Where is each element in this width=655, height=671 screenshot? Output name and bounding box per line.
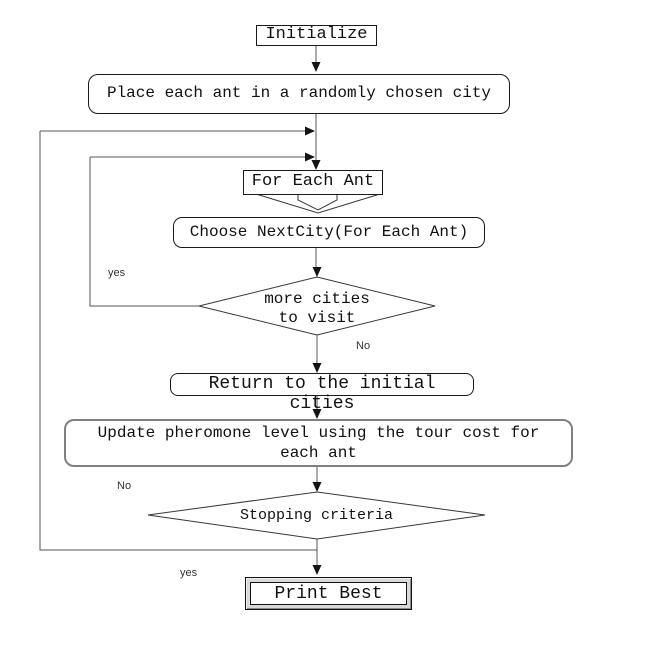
- connector-diamond2-no-loop: [39, 131, 317, 551]
- arrowhead-down-icon: [312, 267, 322, 277]
- arrowhead-right-icon: [305, 126, 315, 136]
- decision-more-cities-label: more cities to visit: [199, 290, 435, 328]
- arrowhead-down-icon: [312, 363, 322, 373]
- edge-label-stopping-yes: yes: [180, 567, 198, 579]
- arrowhead-down-icon: [312, 565, 322, 575]
- block-chevron-down-icon: [255, 193, 381, 214]
- node-return-initial-box: [170, 373, 474, 396]
- arrowhead-down-icon: [311, 62, 321, 72]
- node-return-initial-label: Return to the initial cities: [170, 374, 474, 414]
- node-update-line2: each ant: [280, 444, 357, 462]
- node-return-line2: cities: [289, 394, 355, 414]
- node-print-best-frame: Print Best: [245, 577, 412, 610]
- node-update-line1: Update pheromone level using the tour co…: [97, 424, 540, 442]
- node-update-pheromone: Update pheromone level using the tour co…: [64, 419, 573, 467]
- arrowhead-down-icon: [312, 482, 322, 492]
- decision-more-cities-line1: more cities: [264, 290, 370, 308]
- node-place-each-ant: Place each ant in a randomly chosen city: [88, 74, 510, 114]
- edge-label-more-cities-no: No: [356, 340, 371, 352]
- node-return-line1: Return to the initial: [208, 374, 436, 394]
- node-print-best: Print Best: [250, 582, 407, 605]
- node-for-each-ant: For Each Ant: [243, 170, 383, 195]
- arrowhead-down-icon: [311, 160, 321, 170]
- decision-diamond-more-cities: [198, 276, 436, 336]
- decision-stopping-criteria-label: Stopping criteria: [239, 507, 394, 524]
- decision-more-cities-line2: to visit: [278, 309, 356, 327]
- node-initialize: Initialize: [256, 25, 377, 46]
- connector-diamond1-yes-loop: [89, 157, 199, 307]
- edge-label-stopping-no: No: [117, 480, 132, 492]
- arrowhead-right-icon: [305, 152, 315, 162]
- edge-label-more-cities-yes: yes: [108, 267, 126, 279]
- arrowhead-down-icon: [312, 409, 322, 419]
- decision-diamond-stopping-criteria: [147, 491, 486, 540]
- node-choose-nextcity: Choose NextCity(For Each Ant): [173, 217, 485, 248]
